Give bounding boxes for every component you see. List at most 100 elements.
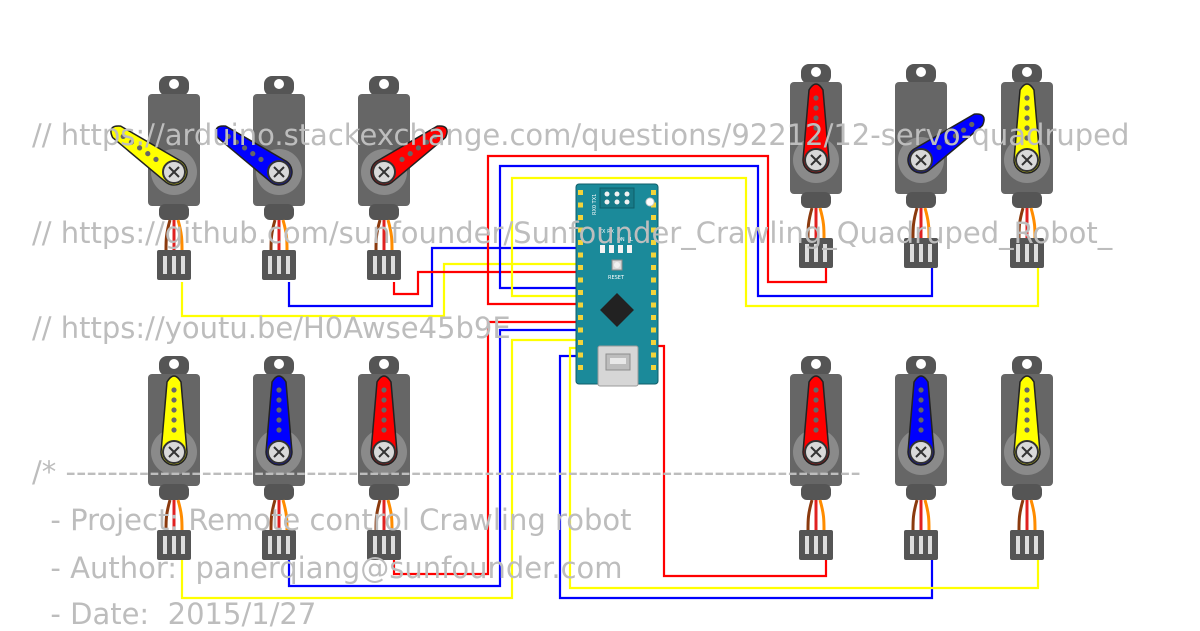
servo-motor	[895, 64, 985, 268]
servo-connector	[157, 530, 191, 560]
header-pin	[651, 315, 656, 320]
servo-mount-tab-bottom	[1012, 484, 1042, 500]
servo-cable	[269, 499, 289, 531]
mounting-hole-icon	[645, 197, 655, 207]
header-pin	[651, 265, 656, 270]
servo-cable	[806, 207, 826, 239]
servo-connector	[799, 238, 833, 268]
wire-layer	[180, 154, 1040, 600]
header-pin	[578, 302, 583, 308]
servo-motor	[148, 356, 200, 560]
servo-connector	[262, 250, 296, 280]
jumper-wire	[287, 246, 580, 308]
header-pin	[578, 202, 583, 208]
servo-cable	[164, 219, 184, 251]
mount-hole-icon	[379, 359, 389, 369]
servo-mount-tab-bottom	[369, 204, 399, 220]
header-pin	[651, 190, 656, 195]
board-pins-left	[578, 190, 583, 370]
servo-mount-tab-bottom	[801, 484, 831, 500]
arduino-nano-board: RX0 TX1 TX RX ON L RESET	[575, 183, 659, 387]
header-pin	[651, 227, 656, 233]
servo-motor	[215, 76, 305, 280]
servo-motor	[1001, 356, 1053, 560]
header-pin	[651, 327, 656, 333]
header-pin	[578, 352, 583, 358]
servo-cable	[911, 207, 931, 239]
servo-connector	[1010, 238, 1044, 268]
header-pin	[578, 240, 583, 245]
header-pin	[578, 290, 583, 295]
mcu-chip	[600, 293, 634, 327]
servo-mount-tab-bottom	[264, 204, 294, 220]
board-label-l: L	[630, 237, 633, 243]
board-label-tx-rx: TX RX	[598, 229, 615, 235]
servo-connector	[904, 530, 938, 560]
header-pin	[578, 227, 583, 233]
jumper-wire	[180, 262, 580, 318]
servo-mount-tab-bottom	[369, 484, 399, 500]
header-pin	[651, 290, 656, 295]
mount-hole-icon	[811, 67, 821, 77]
jumper-wire	[650, 344, 828, 578]
header-pin	[651, 215, 656, 220]
board-pins-right	[651, 190, 656, 370]
servo-connector	[367, 250, 401, 280]
jumper-wire	[568, 346, 1040, 590]
servo-mount-tab-bottom	[159, 484, 189, 500]
servo-mount-tab-bottom	[159, 204, 189, 220]
mount-hole-icon	[274, 359, 284, 369]
mount-hole-icon	[811, 359, 821, 369]
servo-cable	[269, 219, 289, 251]
servo-connector	[1010, 530, 1044, 560]
servo-cable	[911, 499, 931, 531]
mount-hole-icon	[916, 67, 926, 77]
servo-mount-tab-bottom	[801, 192, 831, 208]
servo-cable	[164, 499, 184, 531]
servo-connector	[799, 530, 833, 560]
servo-motor	[358, 76, 448, 280]
jumper-wire	[392, 270, 580, 296]
servo-mount-tab-bottom	[264, 484, 294, 500]
servo-cable	[1017, 207, 1037, 239]
header-pin	[651, 252, 656, 258]
board-label-on: ON	[617, 237, 625, 243]
mount-hole-icon	[379, 79, 389, 89]
header-pin	[578, 190, 583, 195]
header-pin	[651, 202, 656, 208]
servo-cable	[806, 499, 826, 531]
header-pin	[651, 365, 656, 370]
servo-layer	[110, 64, 1053, 560]
servo-mount-tab-bottom	[1012, 192, 1042, 208]
jumper-wire	[486, 154, 828, 306]
board-label-rx0-tx1: RX0 TX1	[592, 194, 598, 215]
header-pin	[651, 277, 656, 283]
header-pin	[651, 340, 656, 345]
jumper-wire	[510, 176, 1040, 308]
mount-hole-icon	[1022, 67, 1032, 77]
icsp-header	[599, 187, 635, 209]
jumper-wire	[287, 328, 580, 588]
servo-motor	[895, 356, 947, 560]
board-label-reset: RESET	[608, 275, 625, 281]
servo-motor	[253, 356, 305, 560]
servo-motor	[110, 76, 200, 280]
header-pin	[578, 215, 583, 220]
mount-hole-icon	[1022, 359, 1032, 369]
servo-motor	[1001, 64, 1053, 268]
servo-cable	[374, 219, 394, 251]
mount-hole-icon	[916, 359, 926, 369]
mount-hole-icon	[169, 79, 179, 89]
usb-connector	[597, 345, 639, 387]
servo-motor	[790, 356, 842, 560]
header-pin	[578, 252, 583, 258]
header-pin	[578, 365, 583, 370]
servo-connector	[157, 250, 191, 280]
header-pin	[578, 265, 583, 270]
servo-cable	[374, 499, 394, 531]
mount-hole-icon	[169, 359, 179, 369]
jumper-wire	[392, 320, 580, 576]
header-pin	[578, 327, 583, 333]
reset-button-cap	[614, 262, 620, 268]
